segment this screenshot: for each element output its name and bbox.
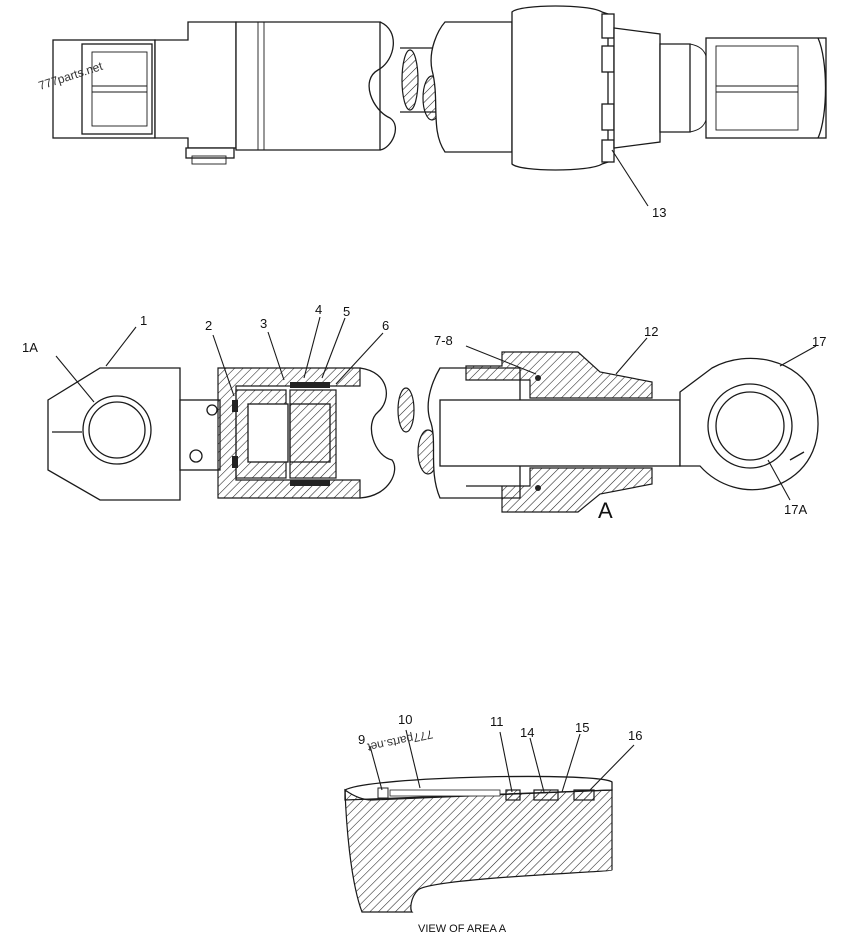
detail-section xyxy=(344,788,613,913)
callout-16: 16 xyxy=(628,728,642,743)
callout-15: 15 xyxy=(575,720,589,735)
callout-10: 10 xyxy=(398,712,412,727)
callout-17: 17 xyxy=(812,334,826,349)
callout-2: 2 xyxy=(205,318,212,333)
head-lower-section xyxy=(466,467,653,513)
callout-14: 14 xyxy=(520,725,534,740)
bearing-17A xyxy=(707,383,793,469)
left-clevis-block xyxy=(52,39,156,139)
callout-13: 13 xyxy=(652,205,666,220)
callout-17A: 17A xyxy=(784,502,807,517)
bearing-1A xyxy=(82,395,152,465)
callout-3: 3 xyxy=(260,316,267,331)
rod xyxy=(659,43,691,133)
callout-11: 11 xyxy=(490,714,504,729)
rod-end-head xyxy=(511,5,609,171)
section-view xyxy=(47,351,819,513)
piston-2 xyxy=(289,389,337,479)
view-caption: VIEW OF AREA A xyxy=(418,923,507,935)
watermark-bottom: 777parts.net xyxy=(365,727,434,755)
detail-view-a xyxy=(344,775,613,913)
leader-lines xyxy=(55,149,817,793)
callout-6: 6 xyxy=(382,318,389,333)
barrel-section xyxy=(217,367,361,499)
piston-rod xyxy=(439,399,681,467)
right-barrel xyxy=(430,21,513,153)
callout-1A: 1A xyxy=(22,340,38,355)
callout-4: 4 xyxy=(315,302,322,317)
callout-12: 12 xyxy=(644,324,658,339)
callout-7-8: 7-8 xyxy=(434,333,453,348)
gland xyxy=(613,27,661,149)
right-clevis-block xyxy=(705,37,827,139)
callout-5: 5 xyxy=(343,304,350,319)
view-marker-a: A xyxy=(598,498,613,523)
callout-9: 9 xyxy=(358,732,365,747)
top-external-view xyxy=(52,5,827,171)
head-upper-section xyxy=(465,351,653,399)
callout-1: 1 xyxy=(140,313,147,328)
left-head xyxy=(154,21,237,149)
